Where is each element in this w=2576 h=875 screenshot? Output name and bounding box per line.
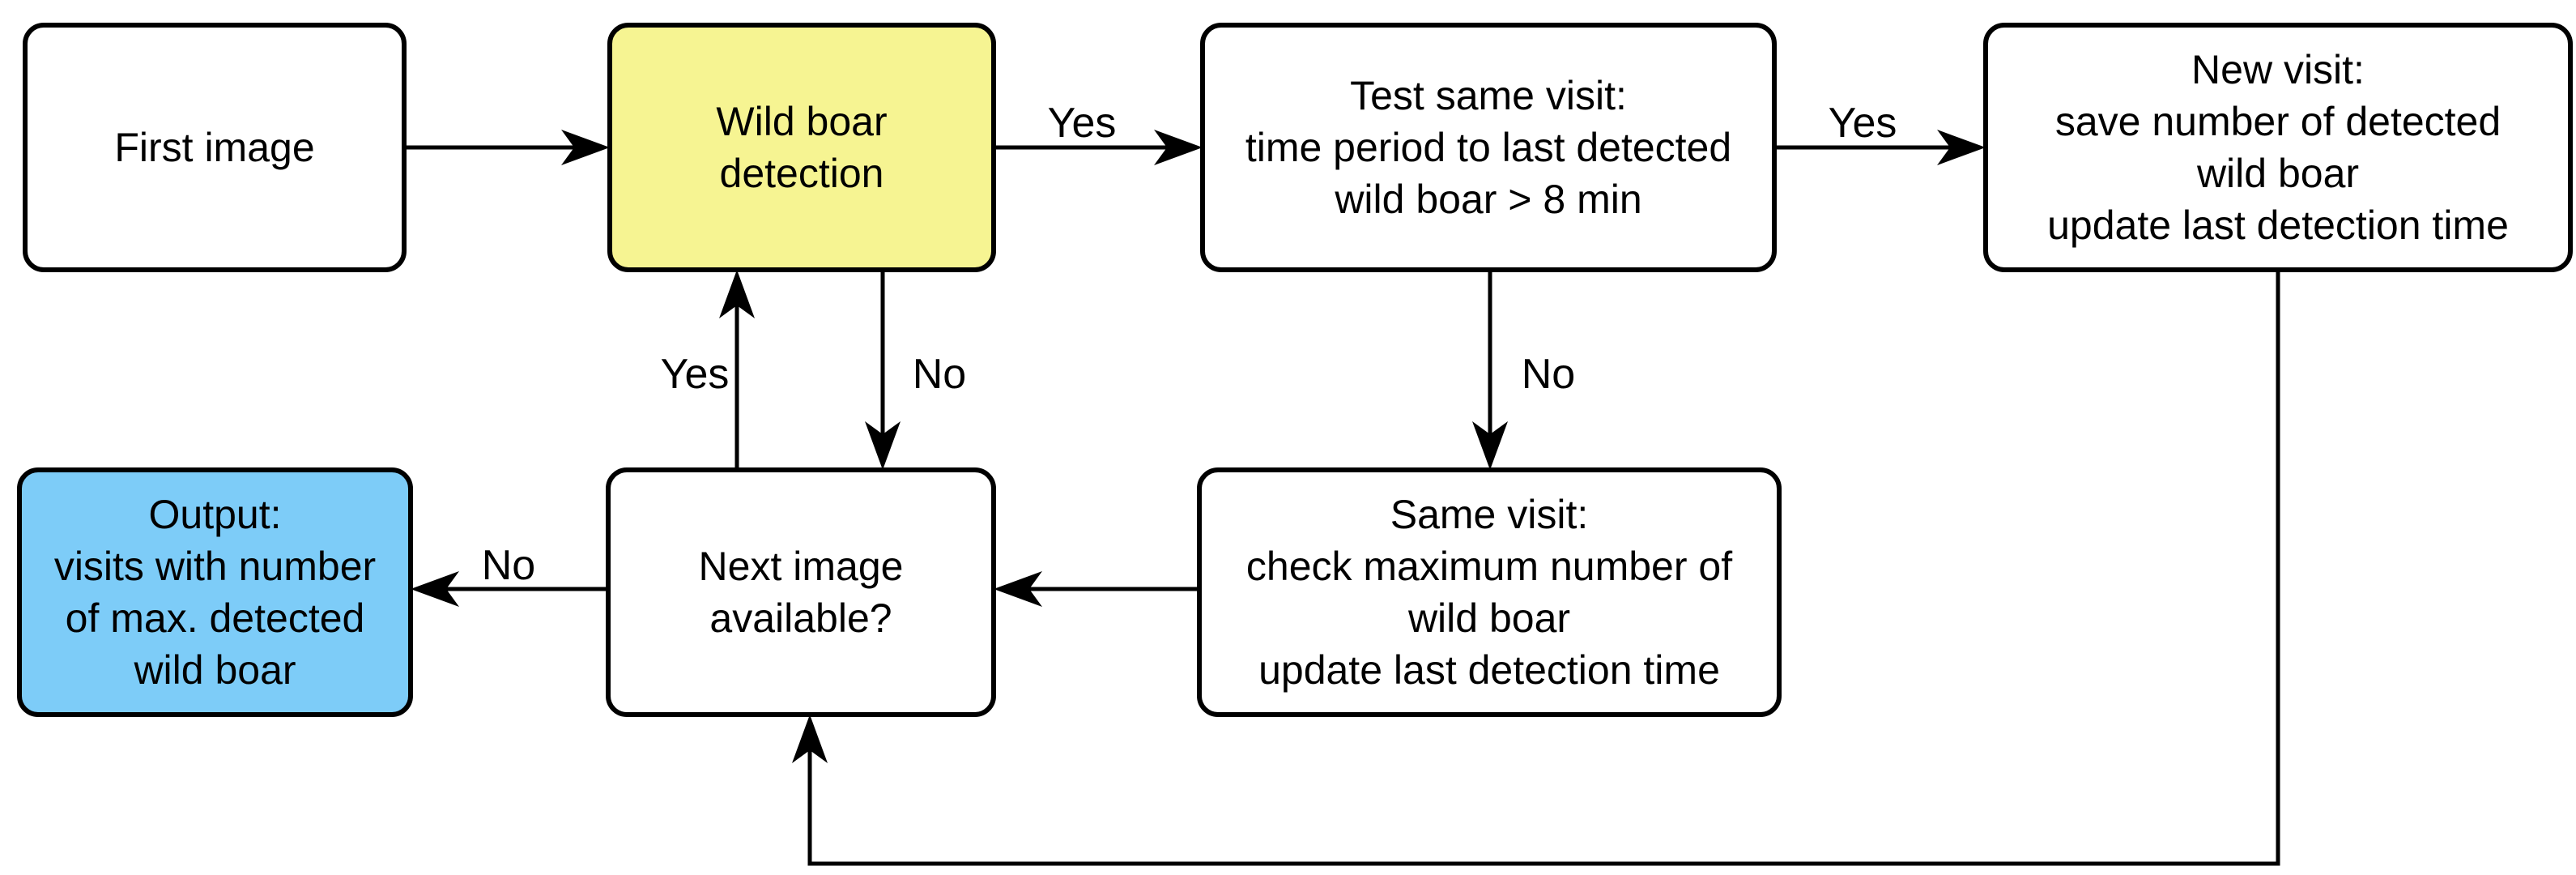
node-wild-boar-detection: Wild boar detection <box>607 23 996 272</box>
node-new-visit-label: New visit: save number of detected wild … <box>2047 47 2509 248</box>
node-test-same-visit-label: Test same visit: time period to last det… <box>1245 73 1732 222</box>
node-output: Output: visits with number of max. detec… <box>17 467 413 717</box>
node-same-visit: Same visit: check maximum number of wild… <box>1197 467 1782 717</box>
node-test-same-visit: Test same visit: time period to last det… <box>1200 23 1777 272</box>
edge-label-yes-next-image-to-detection: Yes <box>660 351 730 398</box>
edge-label-no-next-image-to-output: No <box>481 542 536 589</box>
edge-label-no-detection-to-next-image: No <box>912 351 967 398</box>
node-next-image-available-label: Next image available? <box>698 544 904 641</box>
node-next-image-available: Next image available? <box>606 467 996 717</box>
edge-label-yes-test-to-new-visit: Yes <box>1828 100 1897 147</box>
edge-label-no-test-to-same-visit: No <box>1521 351 1576 398</box>
node-first-image-label: First image <box>114 125 315 170</box>
edge-label-yes-detection-to-test: Yes <box>1047 100 1117 147</box>
node-new-visit: New visit: save number of detected wild … <box>1983 23 2573 272</box>
node-same-visit-label: Same visit: check maximum number of wild… <box>1245 492 1733 693</box>
node-wild-boar-detection-label: Wild boar detection <box>716 99 888 196</box>
node-first-image: First image <box>23 23 407 272</box>
node-output-label: Output: visits with number of max. detec… <box>53 492 377 693</box>
